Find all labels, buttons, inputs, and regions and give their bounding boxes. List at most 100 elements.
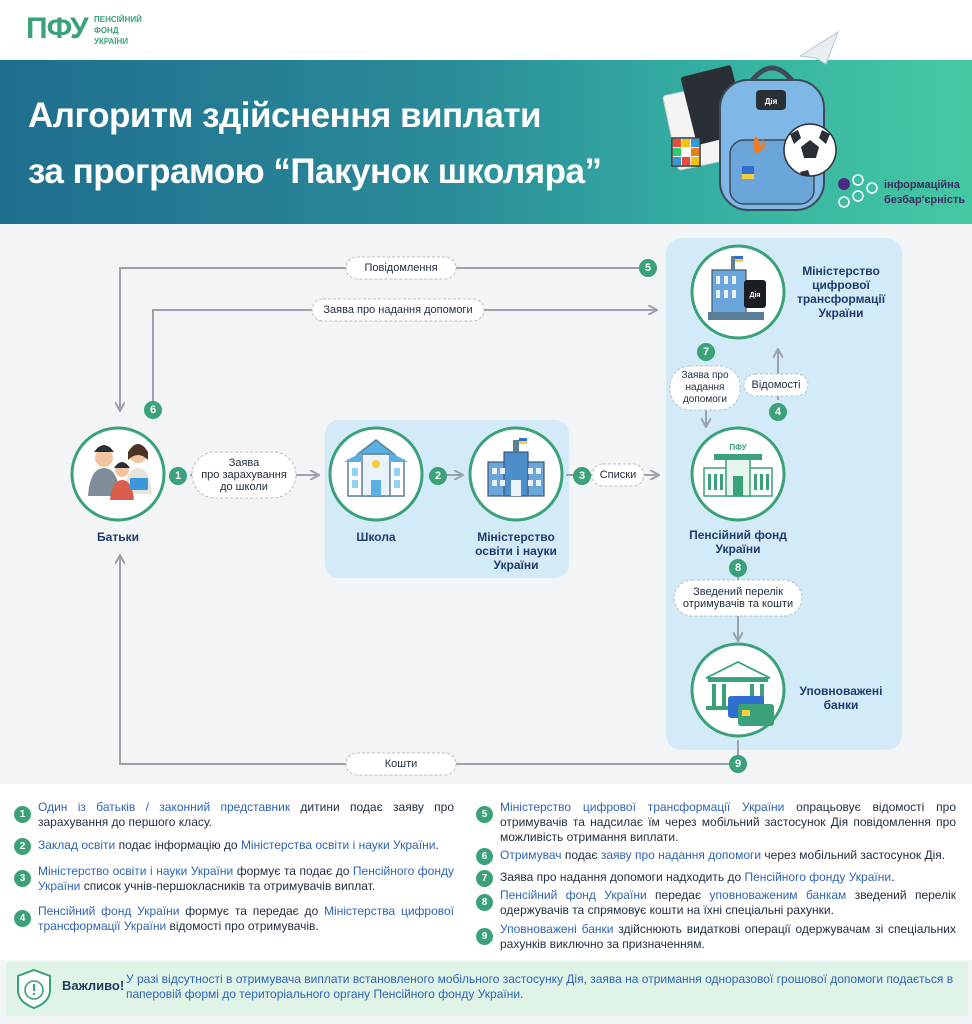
parents-label: Батьки	[97, 530, 139, 544]
legend-text: подає	[561, 848, 601, 862]
legend-text: формує та передає до	[179, 904, 325, 918]
step-number: 7	[702, 346, 710, 358]
pill-line: Заява про	[681, 370, 729, 381]
pill-line: Заява	[228, 457, 260, 469]
legend-text: здійснюють видаткові операції одержувача…	[500, 922, 956, 951]
legend-text: формує та подає до	[233, 864, 353, 878]
step-badge-9	[729, 755, 747, 773]
legend-number: 1	[14, 806, 31, 823]
legend-item-7: Заява про надання допомоги надходить до …	[500, 870, 956, 885]
label-line: України	[715, 542, 761, 556]
step-number: 1	[174, 470, 182, 482]
pill-application	[311, 298, 485, 322]
legend-number: 3	[14, 870, 31, 887]
legend-text: .	[891, 870, 895, 884]
page-title-line-1: Алгоритм здійснення виплати	[28, 96, 542, 135]
legend-text: .	[435, 838, 439, 852]
legend-item-9: Уповноважені банки здійснюють видаткові …	[500, 922, 956, 952]
pill-notification-label: Повідомлення	[364, 262, 438, 274]
legend-highlight: Пенсійний фонд України	[38, 904, 180, 918]
legend-highlight: Міністерства цифрової трансформації Укра…	[38, 904, 454, 933]
step-number: 2	[434, 470, 442, 482]
logo-text-line: ПЕНСІЙНИЙ	[94, 15, 142, 24]
pill-lists-label: Списки	[599, 469, 637, 481]
step-badge-3	[573, 467, 591, 485]
legend-highlight: Міністерства освіти і науки України	[240, 838, 436, 852]
legend-text: через мобільний застосунок Дія.	[761, 848, 946, 862]
step-number: 9	[734, 758, 742, 770]
diia-phone-label: Дія	[749, 291, 760, 299]
pill-line: Зведений перелік	[693, 586, 783, 598]
pill-application-7-label: Заява про надання допомоги	[670, 370, 740, 406]
pill-line: до школи	[220, 481, 268, 493]
pill-lists	[591, 463, 645, 487]
family-icon	[88, 444, 152, 500]
legend-item-6: Отримувач подає заяву про надання допомо…	[500, 848, 956, 863]
warning-shield-icon	[17, 968, 51, 1010]
pfu-building-sign: ПФУ	[729, 443, 747, 452]
label-line: Уповноважені	[799, 684, 883, 698]
label-line: банки	[823, 698, 859, 712]
pill-enrollment	[191, 451, 297, 499]
step-number: 3	[578, 470, 586, 482]
step-badge-6	[144, 401, 162, 419]
pill-funds	[345, 752, 457, 776]
legend-text: Заява про надання допомоги надходить до	[500, 870, 745, 884]
paper-plane-icon	[798, 30, 839, 65]
step-badge-7	[697, 343, 715, 361]
legend-item-4: Пенсійний фонд України формує та передає…	[38, 904, 454, 934]
legend-text: список учнів-першокласників та отримувач…	[80, 879, 376, 893]
legend-number: 9	[476, 928, 493, 945]
pill-application-7	[669, 365, 741, 411]
pill-funds-label: Кошти	[384, 758, 418, 770]
legend-number: 4	[14, 910, 31, 927]
label-line: цифрової	[812, 278, 870, 292]
step-number: 5	[644, 262, 652, 274]
banks-label: Уповноважені банки	[786, 684, 896, 712]
label-line: освіти і науки	[475, 544, 557, 558]
legend-text: передає	[646, 888, 710, 902]
legend-highlight: Заклад освіти	[38, 838, 116, 852]
legend-number: 6	[476, 848, 493, 865]
page-title-line-2: за програмою “Пакунок школяра”	[28, 152, 602, 191]
pill-line: надання	[685, 382, 725, 393]
label-line: Міністерство	[802, 264, 880, 278]
legend-highlight: Пенсійного фонду України	[38, 864, 454, 893]
pill-info	[743, 373, 809, 397]
label-line: України	[818, 306, 864, 320]
legend-text: зведений перелік одержувачів та спрямову…	[500, 888, 956, 917]
legend-highlight: уповноваженим банкам	[709, 888, 847, 902]
bank-cards-icon	[728, 696, 774, 726]
pill-notification	[345, 256, 457, 280]
diia-phone-icon	[744, 280, 766, 308]
pill-application-label: Заява про надання допомоги	[323, 304, 473, 316]
legend-text: відомості про отримувачів.	[166, 919, 319, 933]
soccer-ball-icon	[783, 123, 837, 177]
label-line: трансформації	[796, 292, 886, 306]
mintsyfra-label: Міністерство цифрової трансформації Укра…	[786, 264, 896, 320]
school-building-icon	[344, 439, 408, 497]
legend-highlight: Один із батьків / законний представник	[38, 800, 291, 814]
legend-item-2: Заклад освіти подає інформацію до Мініст…	[38, 838, 454, 853]
step-number: 6	[149, 404, 157, 416]
step-badge-8	[729, 559, 747, 577]
legend-item-5: Міністерство цифрової трансформації Укра…	[500, 800, 956, 845]
backpack-icon	[719, 65, 825, 211]
school-label: Школа	[356, 530, 396, 544]
important-text: У разі відсутності в отримувача виплати …	[126, 972, 954, 1001]
legend-highlight: Міністерство освіти і науки України	[38, 864, 234, 878]
label-line: Пенсійний фонд	[689, 528, 787, 542]
step-badge-1	[169, 467, 187, 485]
legend-number: 2	[14, 838, 31, 855]
step-badge-2	[429, 467, 447, 485]
ministry-education-building-icon	[487, 438, 545, 497]
pill-summary	[673, 579, 803, 617]
backpack-diia-tag: Дія	[765, 97, 778, 106]
arrow-notification	[120, 267, 640, 410]
pfu-logo-text: ПЕНСІЙНИЙ ФОНД УКРАЇНИ	[94, 14, 142, 47]
step-number: 8	[734, 562, 742, 574]
legend-item-3: Міністерство освіти і науки України форм…	[38, 864, 454, 894]
legend-number: 8	[476, 894, 493, 911]
legend-number: 7	[476, 870, 493, 887]
step-badge-5	[639, 259, 657, 277]
